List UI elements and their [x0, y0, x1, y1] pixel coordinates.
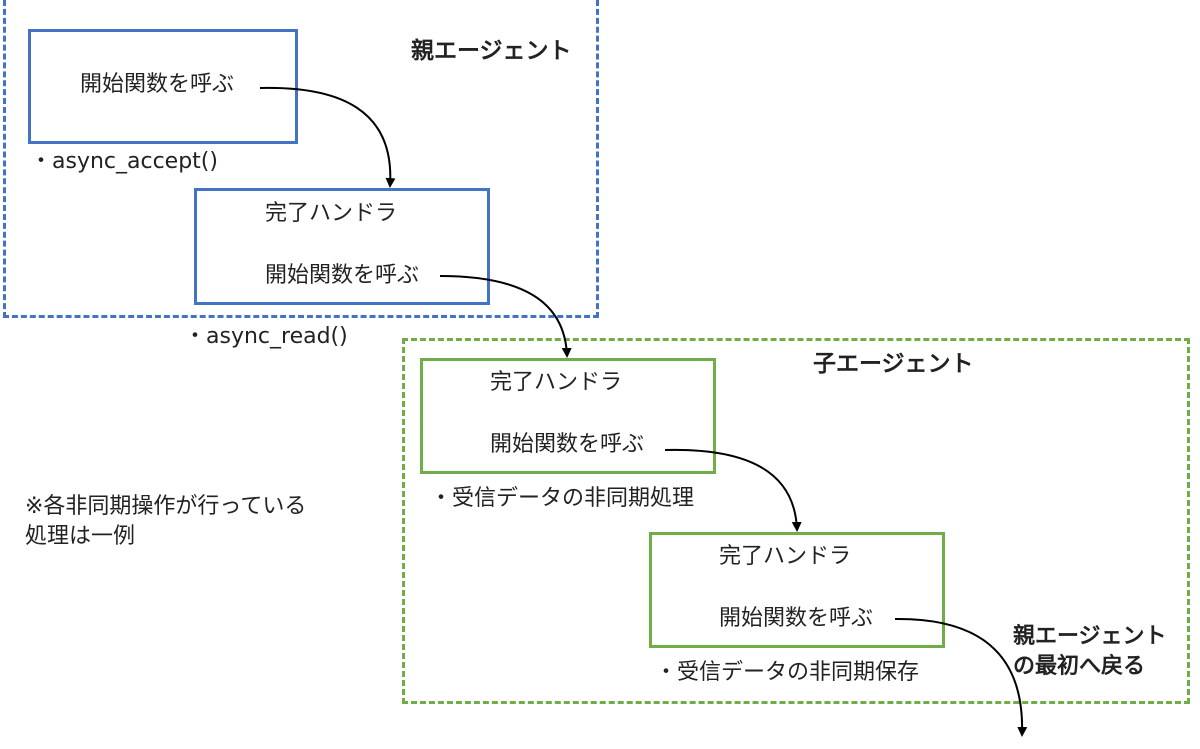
parent-op-read: ・async_read(): [184, 324, 348, 349]
parent-agent-group: [3, 0, 599, 318]
child-handler-call-1: 開始関数を呼ぶ: [490, 432, 645, 457]
parent-agent-title: 親エージェント: [411, 38, 572, 64]
parent-start-call: 開始関数を呼ぶ: [80, 72, 235, 97]
child-handler-label-1: 完了ハンドラ: [490, 370, 623, 395]
note-line-2: 処理は一例: [25, 524, 136, 549]
return-label-line-1: 親エージェント: [1013, 624, 1167, 649]
parent-handler-call: 開始関数を呼ぶ: [265, 263, 420, 288]
parent-start-box: [28, 29, 298, 144]
parent-handler-label: 完了ハンドラ: [265, 201, 398, 226]
parent-op-accept: ・async_accept(): [30, 149, 218, 174]
child-op-process: ・受信データの非同期処理: [430, 486, 695, 511]
child-agent-group: [402, 338, 1190, 704]
note-line-1: ※各非同期操作が行っている: [25, 494, 307, 519]
child-agent-title: 子エージェント: [813, 351, 974, 377]
return-label-line-2: の最初へ戻る: [1013, 654, 1146, 679]
child-handler-call-2: 開始関数を呼ぶ: [719, 606, 874, 631]
child-handler-label-2: 完了ハンドラ: [719, 544, 852, 569]
child-op-save: ・受信データの非同期保存: [655, 660, 920, 685]
